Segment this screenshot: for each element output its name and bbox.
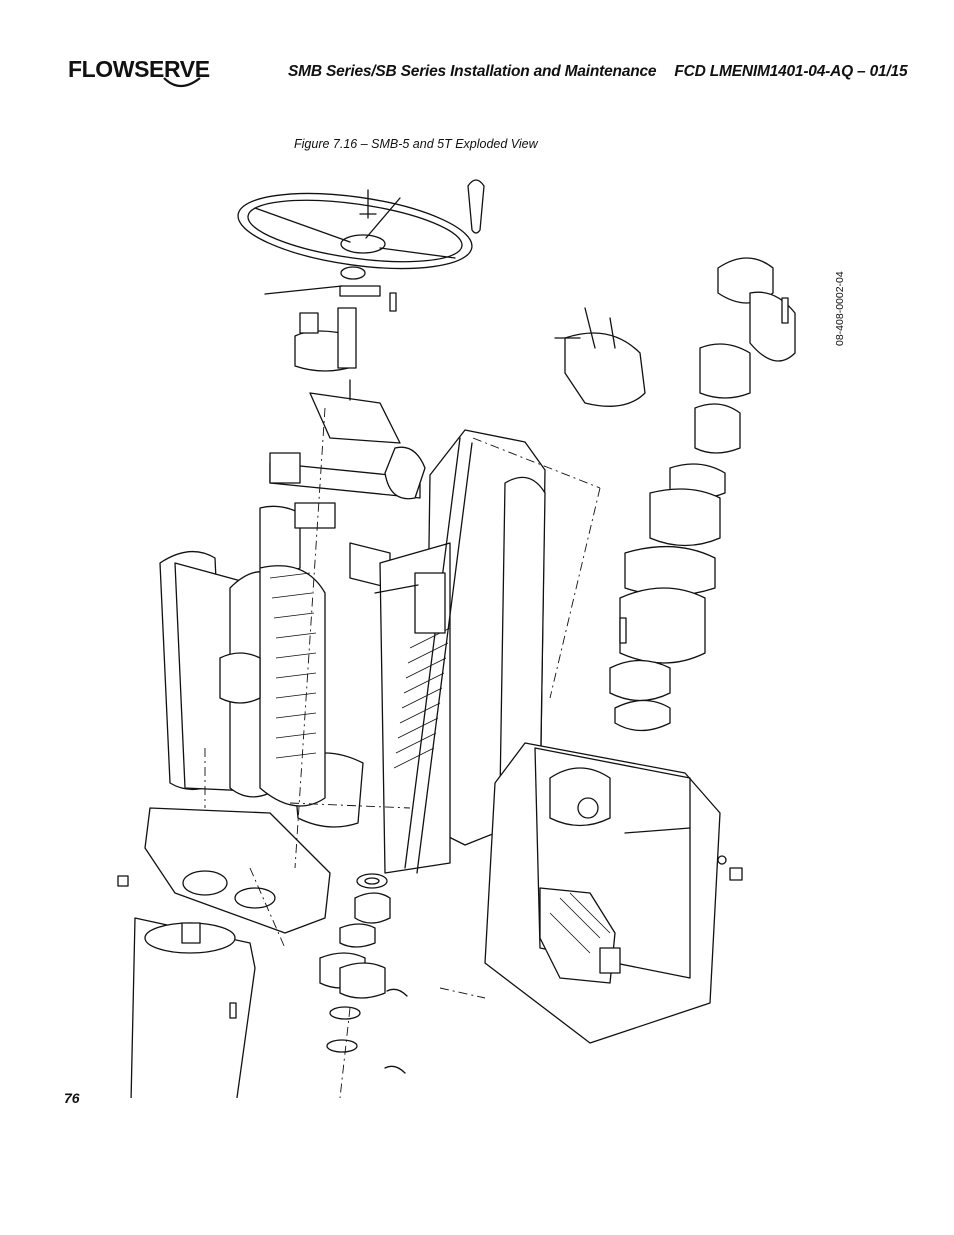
motor-pinion-gear-stack (319, 873, 408, 1074)
handwheel-hub-parts (264, 266, 397, 312)
gear-case-plate (117, 807, 331, 934)
declutch-lever (259, 446, 426, 589)
leader-lines (374, 584, 691, 834)
figure-caption: Figure 7.16 – SMB-5 and 5T Exploded View (294, 137, 538, 151)
brand-name: FLOWSERVE (68, 56, 210, 82)
drawing-number: 08-408-0002-04 (834, 271, 846, 346)
clutch-assembly (294, 307, 401, 444)
header-doc-code: FCD LMENIM1401-04-AQ – 01/15 (674, 63, 908, 80)
exploded-view-drawing (117, 179, 796, 1098)
page-number: 76 (64, 1090, 80, 1106)
motor (130, 917, 256, 1098)
handwheel (237, 179, 485, 270)
limit-switch-bracket (554, 307, 646, 407)
header-title-left: SMB Series/SB Series Installation and Ma… (288, 63, 657, 80)
flowserve-logo: FLOWSERVE (68, 56, 210, 92)
page-header: SMB Series/SB Series Installation and Ma… (288, 63, 908, 81)
worm-gear-and-base-flange (159, 551, 326, 807)
limit-switch-compartment (484, 742, 743, 1044)
drive-sleeve-stack (609, 257, 796, 732)
logo-swoosh-icon (163, 77, 201, 88)
assembly-centerlines (204, 407, 601, 1098)
